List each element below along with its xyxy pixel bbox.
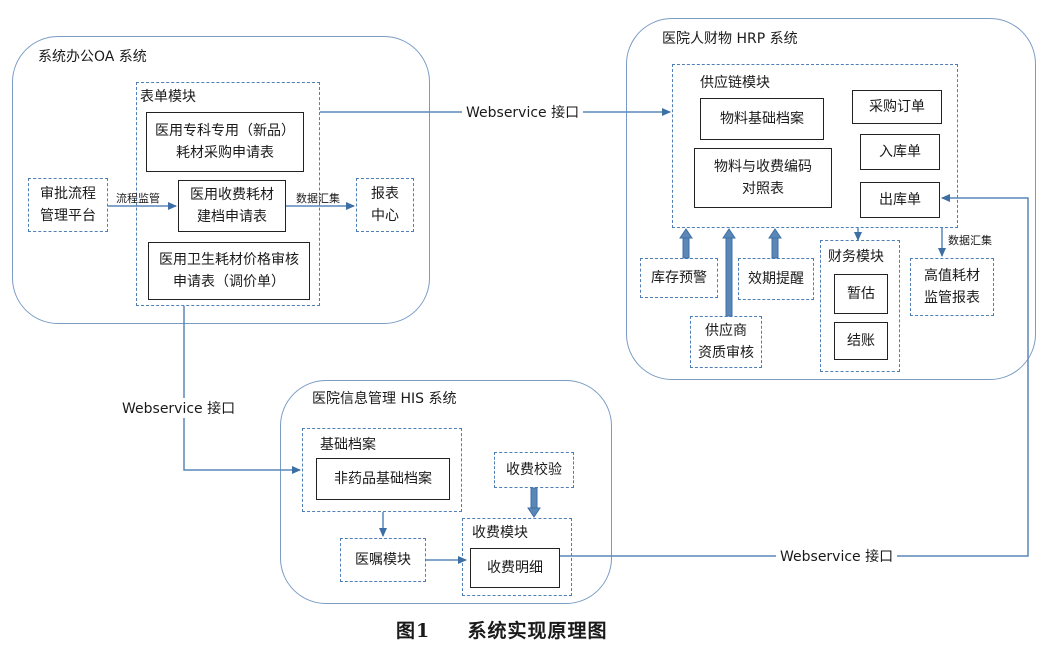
report-center: 报表 中心 <box>356 178 414 232</box>
arrow-check-to-fee <box>530 487 538 511</box>
figure-number: 图1 <box>396 620 431 642</box>
fee-detail: 收费明细 <box>470 548 560 588</box>
interface-bottom-label: Webservice 接口 <box>776 546 898 566</box>
supplier-review: 供应商 资质审核 <box>690 316 762 368</box>
purchase-order: 采购订单 <box>852 90 942 124</box>
material-fee-mapping: 物料与收费编码 对照表 <box>694 148 832 208</box>
base-archive-title: 基础档案 <box>320 437 376 453</box>
hrp-system-title: 医院人财物 HRP 系统 <box>662 31 798 47</box>
finance-estimate: 暂估 <box>834 274 888 314</box>
arrow-his-to-hrp-outbound <box>560 194 1029 557</box>
material-archive: 物料基础档案 <box>700 98 824 140</box>
outbound-order: 出库单 <box>860 182 940 218</box>
arrow-expiry-to-supply <box>771 237 779 259</box>
order-module: 医嘱模块 <box>340 538 426 582</box>
inbound-order: 入库单 <box>860 134 940 170</box>
arrow-stock-to-supply <box>682 237 690 259</box>
flow-supervision-label: 流程监管 <box>116 192 160 205</box>
arrow-oa-to-his <box>183 306 301 474</box>
fee-module-title: 收费模块 <box>472 525 528 541</box>
approval-platform: 审批流程 管理平台 <box>28 178 108 232</box>
oa-system-title: 系统办公OA 系统 <box>38 49 147 65</box>
stock-alert: 库存预警 <box>640 258 718 298</box>
arrow-supplier-to-supply <box>725 237 733 317</box>
supply-chain-title: 供应链模块 <box>700 75 770 91</box>
form-module-title: 表单模块 <box>140 89 196 105</box>
form-price-review: 医用卫生耗材价格审核 申请表（调价单） <box>148 242 310 300</box>
form-new-consumable-purchase: 医用专科专用（新品） 耗材采购申请表 <box>146 112 304 172</box>
non-drug-archive: 非药品基础档案 <box>316 458 450 500</box>
interface-top-label: Webservice 接口 <box>462 102 584 122</box>
hrp-data-collect-label: 数据汇集 <box>948 234 992 247</box>
form-consumable-archive: 医用收费耗材 建档申请表 <box>178 180 286 232</box>
figure-caption: 图1 系统实现原理图 <box>396 616 608 643</box>
finance-module-title: 财务模块 <box>828 249 884 265</box>
finance-settle: 结账 <box>834 322 888 360</box>
high-value-report: 高值耗材 监管报表 <box>910 258 994 316</box>
fee-check: 收费校验 <box>494 452 574 488</box>
interface-left-label: Webservice 接口 <box>118 398 240 418</box>
his-system-title: 医院信息管理 HIS 系统 <box>312 391 457 407</box>
figure-title: 系统实现原理图 <box>467 620 608 642</box>
oa-data-collect-label: 数据汇集 <box>296 192 340 205</box>
